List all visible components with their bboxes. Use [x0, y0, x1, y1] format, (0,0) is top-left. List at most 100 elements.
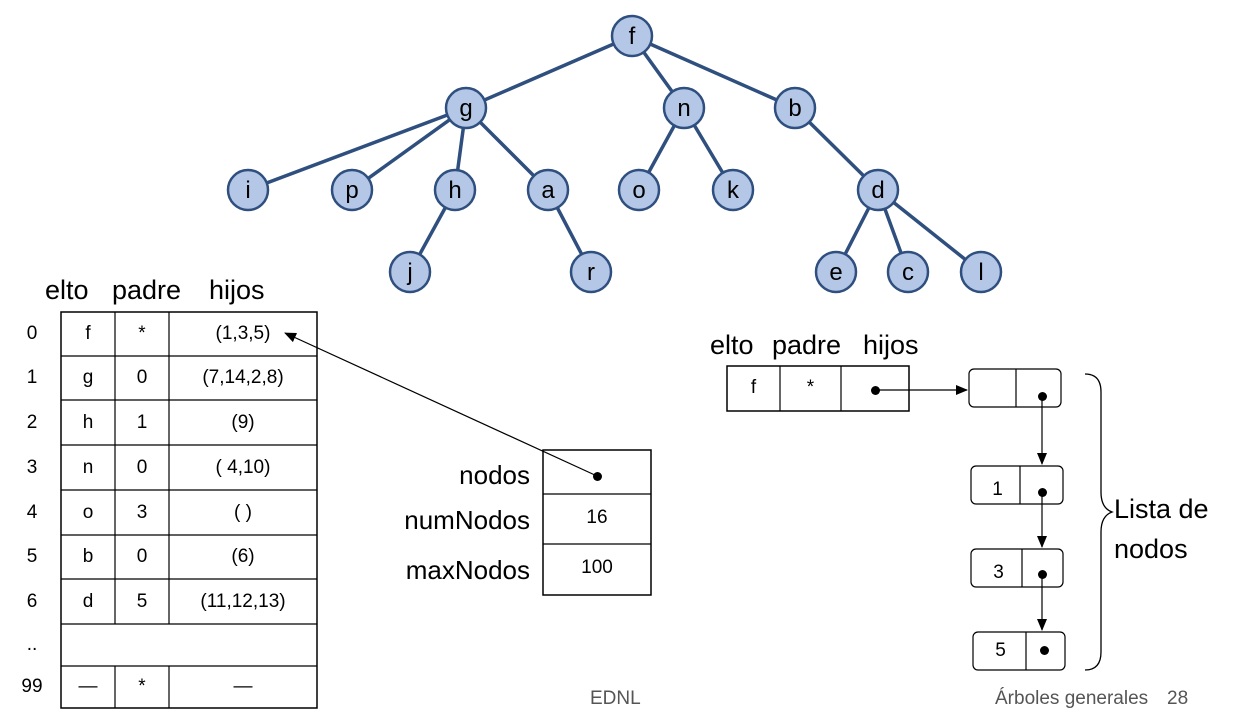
tree-node-i: i	[226, 168, 270, 212]
tree-node-label: a	[541, 177, 555, 204]
nodos-pointer-arrow	[284, 332, 598, 477]
tree-node-label: h	[448, 177, 461, 204]
table-cell-elto: o	[82, 501, 94, 523]
table-cell-hijos: (11,12,13)	[200, 590, 286, 612]
record-hijos-dot	[871, 386, 880, 395]
table-cell-elto: g	[82, 367, 94, 388]
tree-node-p: p	[330, 168, 374, 212]
tree-node-h: h	[433, 168, 477, 212]
list-header-cell	[968, 368, 1062, 408]
table-cell-padre: 0	[136, 367, 148, 388]
curly-brace	[1084, 373, 1114, 671]
footer-right: Árboles generales	[995, 688, 1149, 709]
table-outline	[60, 311, 318, 709]
tree-node-label: b	[788, 95, 801, 122]
list-item-value: 1	[992, 479, 1003, 500]
tree-node-e: e	[814, 250, 858, 294]
tree-node-label: f	[629, 23, 636, 50]
table-cell-elto: f	[85, 323, 91, 344]
table-cell-hijos: (1,3,5)	[215, 323, 271, 344]
table-cell-padre: *	[138, 323, 146, 344]
tree-node-l: l	[959, 250, 1003, 294]
node-record-outline	[726, 365, 910, 412]
field-value-numnodos: 16	[586, 507, 608, 528]
table-cell-padre: *	[138, 676, 146, 697]
table-row-index: 5	[26, 546, 38, 567]
table-row-index: ..	[26, 634, 38, 655]
table-cell-padre: 5	[136, 590, 148, 612]
field-label-maxnodos: maxNodos	[405, 555, 530, 585]
list-item-dot	[1038, 488, 1047, 497]
tree-node-label: i	[245, 177, 250, 204]
table-cell-elto: —	[78, 676, 98, 697]
table-cell-hijos: ( )	[234, 501, 252, 523]
tree-edge-d-l	[876, 188, 983, 274]
tree-node-label: e	[829, 259, 842, 286]
table-header-elto: elto	[45, 275, 89, 305]
record-header-hijos: hijos	[863, 330, 919, 360]
table-cell-hijos: ( 4,10)	[215, 456, 271, 478]
tree-node-d: d	[856, 168, 900, 212]
table-cell-padre: 0	[136, 546, 148, 567]
table-cell-elto: n	[82, 456, 94, 478]
tree-node-label: o	[632, 177, 645, 204]
brace-label-line2: nodos	[1114, 534, 1188, 564]
tree-node-label: j	[406, 259, 412, 286]
tree-node-label: g	[459, 95, 472, 122]
table-row-index: 3	[26, 456, 38, 478]
struct-outline	[542, 449, 652, 596]
table-cell-padre: 3	[136, 501, 148, 523]
table-cell-hijos: —	[233, 676, 253, 697]
tree-node-r: r	[569, 250, 613, 294]
tree-node-b: b	[773, 86, 817, 130]
tree-node-o: o	[617, 168, 661, 212]
tree-node-k: k	[711, 168, 755, 212]
tree-node-a: a	[526, 168, 570, 212]
list-header-dot	[1038, 392, 1047, 401]
table-cell-elto: d	[82, 590, 94, 612]
table-row-index: 99	[21, 676, 43, 697]
tree-edge-g-i	[247, 106, 467, 192]
table-row-index: 1	[26, 367, 38, 388]
record-header-padre: padre	[772, 330, 842, 360]
tree-node-f: f	[610, 14, 654, 58]
table-cell-hijos: (7,14,2,8)	[202, 367, 284, 388]
table-cell-elto: b	[82, 546, 94, 567]
table-header-padre: padre	[112, 275, 182, 305]
tree-node-label: n	[677, 95, 690, 122]
table-cell-padre: 0	[136, 456, 148, 478]
list-item-value: 3	[993, 562, 1004, 583]
field-value-maxnodos: 100	[581, 557, 613, 578]
list-cell-outline	[972, 631, 1066, 671]
list-item-dot	[1038, 570, 1047, 579]
tree-node-label: k	[727, 177, 740, 204]
tree-edge-f-b	[631, 34, 796, 110]
tree-edge-f-g	[465, 34, 633, 110]
tree-node-n: n	[662, 86, 706, 130]
record-elto-value: f	[750, 377, 757, 398]
table-cell-elto: h	[82, 411, 94, 433]
field-label-nodos: nodos	[459, 460, 530, 490]
table-row-index: 0	[26, 323, 38, 344]
table-cell-hijos: (9)	[231, 411, 255, 433]
table-cell-padre: 1	[136, 411, 148, 433]
brace-label-line1: Lista de	[1114, 494, 1209, 524]
tree-node-c: c	[886, 250, 930, 294]
tree-edge-g-p	[350, 106, 468, 192]
table-row-index: 6	[26, 590, 38, 612]
nodos-pointer-dot	[593, 472, 602, 481]
table-row-index: 2	[26, 411, 38, 433]
footer-center: EDNL	[590, 688, 641, 709]
list-item-value: 5	[995, 640, 1006, 661]
tree-node-label: l	[978, 259, 983, 286]
field-label-numnodos: numNodos	[404, 505, 530, 535]
tree-node-j: j	[388, 250, 432, 294]
tree-node-label: d	[871, 177, 884, 204]
tree-node-label: p	[345, 177, 358, 204]
list-item-dot	[1040, 646, 1049, 655]
tree-node-label: r	[587, 259, 595, 286]
table-row-index: 4	[26, 501, 38, 523]
tree-node-g: g	[444, 86, 488, 130]
page-number: 28	[1167, 688, 1189, 709]
